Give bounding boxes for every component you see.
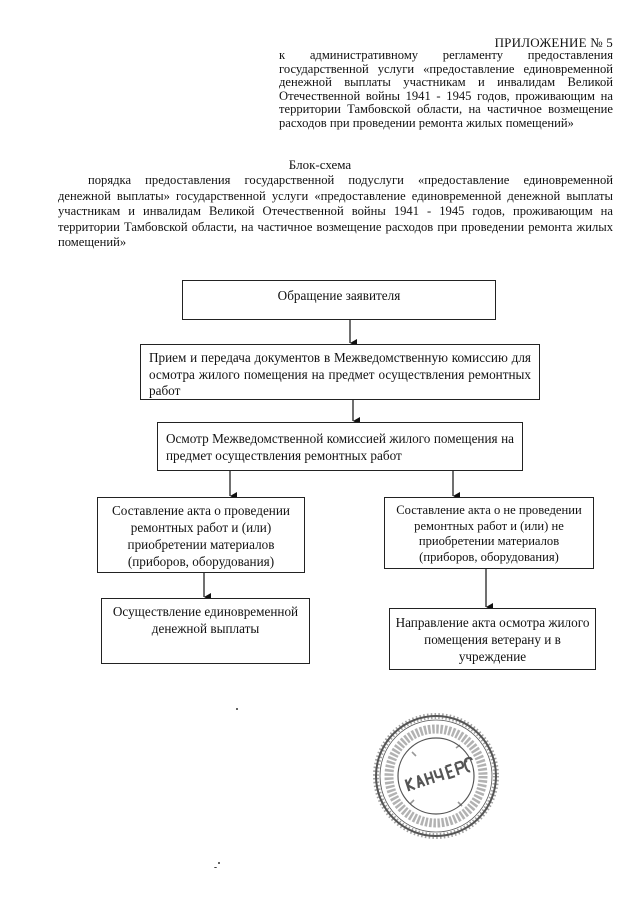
flow-box-payment-text: Осуществление единовременной денежной вы… [112,604,299,636]
scheme-description: порядка предоставления государственной п… [58,173,613,249]
flow-box-payment: Осуществление единовременной денежной вы… [101,598,310,664]
appendix-description: к административному регламенту предостав… [279,48,613,130]
flow-box-send-act-text: Направление акта осмотра жилого помещени… [395,615,590,664]
scheme-title: Блок-схема [288,157,352,172]
flow-box-receive-documents-text: Прием и передача документов в Межведомст… [149,350,531,398]
flow-box-inspection: Осмотр Межведомственной комиссией жилого… [157,422,523,471]
flow-box-send-act: Направление акта осмотра жилого помещени… [389,608,596,670]
scan-speck [218,862,220,864]
official-seal-icon [373,713,499,839]
scan-speck [236,708,238,710]
appendix-title: ПРИЛОЖЕНИЕ № 5 [494,35,613,50]
flow-box-act-repairs-not-done-text: Составление акта о не проведении ремонтн… [396,503,582,564]
flow-box-act-repairs-done: Составление акта о проведении ремонтных … [97,497,305,573]
flow-box-inspection-text: Осмотр Межведомственной комиссией жилого… [166,431,514,463]
flow-box-act-repairs-not-done: Составление акта о не проведении ремонтн… [384,497,594,569]
flow-box-request-text: Обращение заявителя [277,288,401,303]
flow-box-act-repairs-done-text: Составление акта о проведении ремонтных … [112,503,290,569]
flow-box-request: Обращение заявителя [182,280,496,320]
flow-box-receive-documents: Прием и передача документов в Межведомст… [140,344,540,400]
scan-speck [214,867,217,868]
